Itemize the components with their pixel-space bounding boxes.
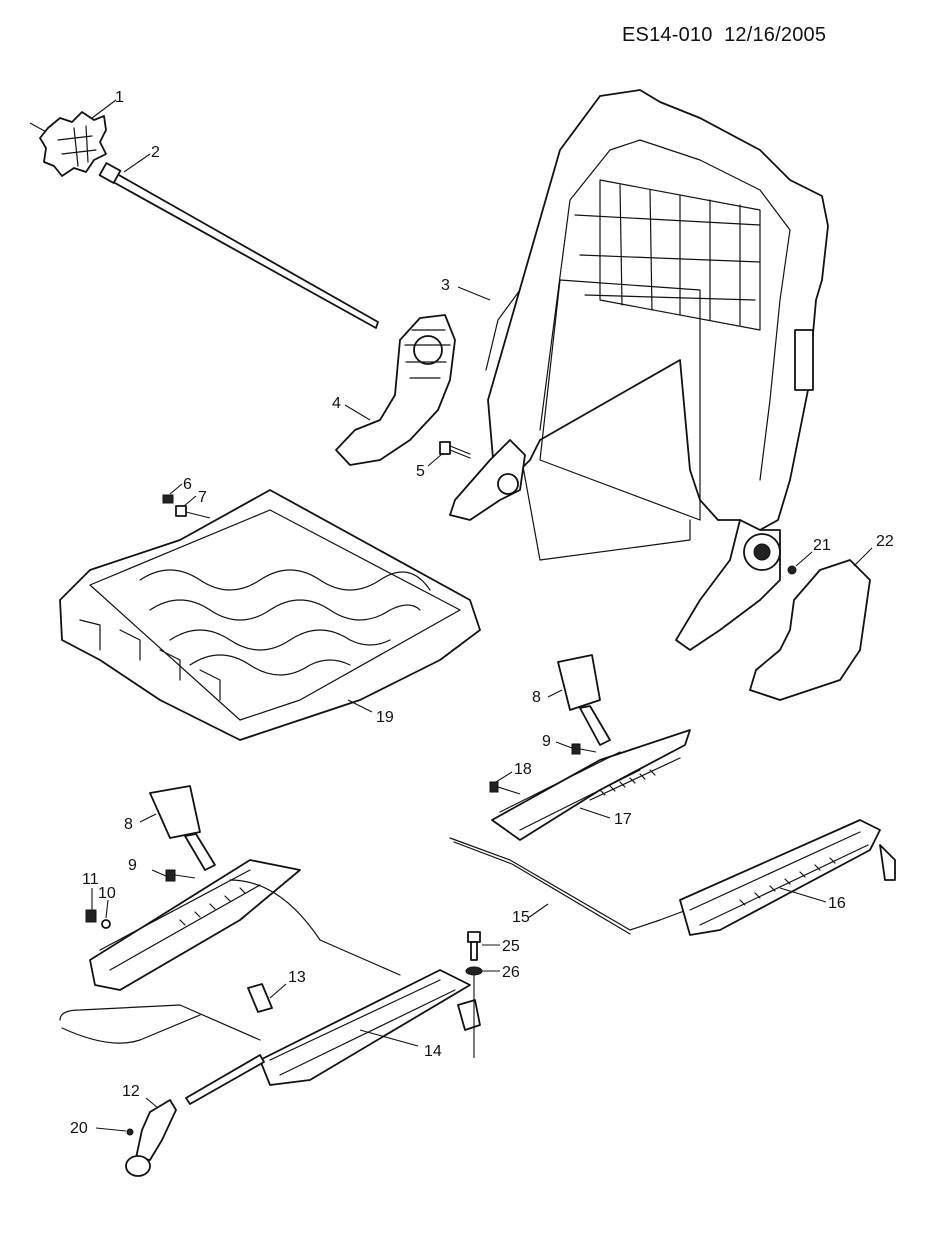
callout-15: 15 bbox=[512, 909, 530, 926]
callout-3: 3 bbox=[441, 277, 450, 294]
part-bolt-9-lower bbox=[151, 869, 196, 882]
part-bolt-25-washer-26 bbox=[465, 931, 500, 1058]
part-handle-12 bbox=[125, 1054, 265, 1177]
part-rod bbox=[98, 153, 379, 329]
part-trim-cover bbox=[749, 547, 873, 701]
callout-labels: 1 2 3 4 5 6 7 19 8 9 18 17 15 16 21 22 8… bbox=[70, 89, 894, 1137]
callout-16: 16 bbox=[828, 895, 846, 912]
callout-9-lower: 9 bbox=[128, 857, 137, 874]
part-buckle-lower bbox=[139, 785, 216, 871]
part-bolt-18 bbox=[489, 771, 521, 795]
callout-2: 2 bbox=[151, 144, 160, 161]
callout-7: 7 bbox=[198, 489, 207, 506]
part-seatback-frame bbox=[449, 89, 829, 651]
part-recliner-cover bbox=[335, 314, 456, 466]
callout-11: 11 bbox=[82, 871, 99, 888]
callout-18: 18 bbox=[514, 761, 532, 778]
part-towel-bar-15 bbox=[449, 837, 701, 935]
part-seat-frame bbox=[59, 489, 481, 741]
callout-25: 25 bbox=[502, 938, 520, 955]
callout-20: 20 bbox=[70, 1120, 88, 1137]
part-clip-13 bbox=[247, 983, 287, 1013]
part-track-17 bbox=[491, 729, 691, 841]
part-bolt-9-upper bbox=[555, 741, 597, 755]
part-buckle-upper bbox=[547, 654, 611, 746]
callout-8-lower: 8 bbox=[124, 816, 133, 833]
callout-9-upper: 9 bbox=[542, 733, 551, 750]
callout-19: 19 bbox=[376, 709, 394, 726]
doc-date: 12/16/2005 bbox=[724, 24, 827, 46]
callout-10: 10 bbox=[98, 885, 116, 902]
callout-5: 5 bbox=[416, 463, 425, 480]
document-header: ES14-010 12/16/2005 bbox=[622, 24, 826, 47]
callout-8-upper: 8 bbox=[532, 689, 541, 706]
callout-1: 1 bbox=[115, 89, 124, 106]
part-screw-20 bbox=[95, 1127, 134, 1136]
callout-4: 4 bbox=[332, 395, 341, 412]
callout-12: 12 bbox=[122, 1083, 140, 1100]
callout-21: 21 bbox=[813, 537, 831, 554]
part-bolt-5 bbox=[427, 441, 471, 467]
callout-6: 6 bbox=[183, 476, 192, 493]
callout-26: 26 bbox=[502, 964, 520, 981]
callout-13: 13 bbox=[288, 969, 306, 986]
part-washer-bolt bbox=[85, 888, 111, 929]
part-track-14 bbox=[59, 859, 481, 1086]
doc-id: ES14-010 bbox=[622, 24, 713, 46]
part-knob bbox=[29, 99, 117, 177]
callout-17: 17 bbox=[614, 811, 632, 828]
callout-14: 14 bbox=[424, 1043, 442, 1060]
callout-22: 22 bbox=[876, 533, 894, 550]
part-clip-screw bbox=[162, 483, 211, 519]
part-track-16 bbox=[679, 819, 896, 936]
